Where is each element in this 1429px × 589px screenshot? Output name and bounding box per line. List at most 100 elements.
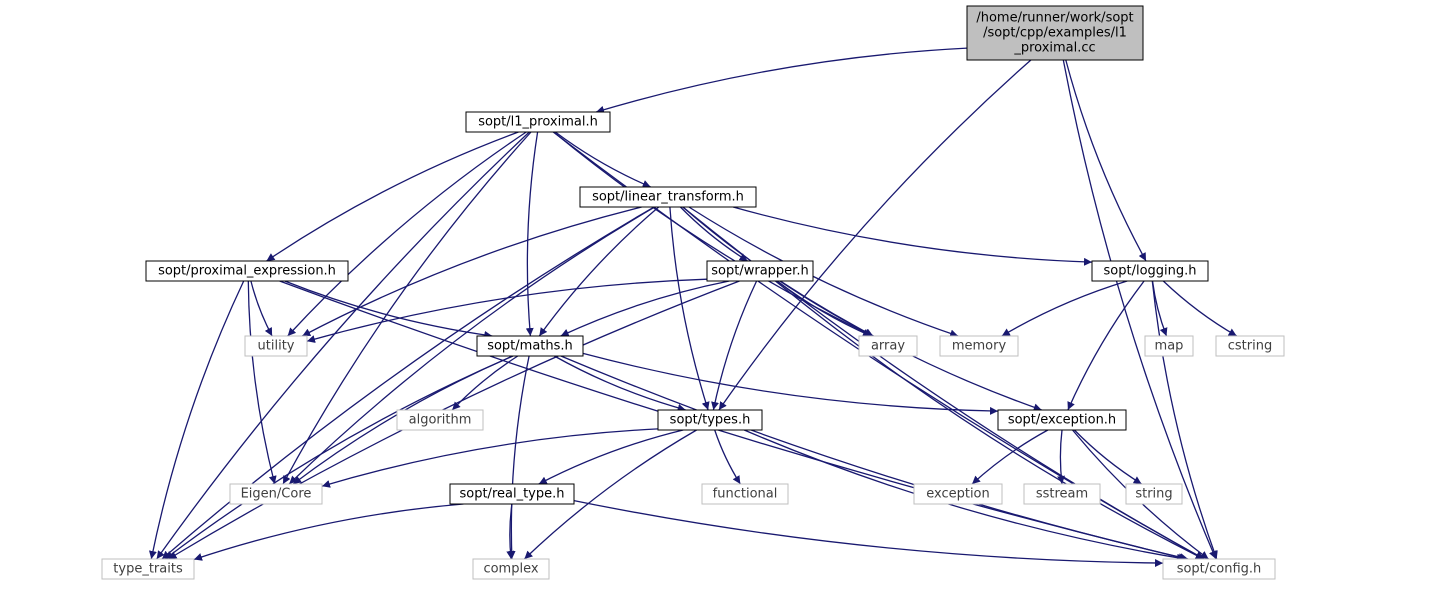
node-box bbox=[244, 335, 308, 357]
node-types[interactable]: sopt/types.h bbox=[657, 409, 763, 431]
node-box bbox=[997, 409, 1127, 431]
node-label: sopt/config.h bbox=[1177, 562, 1262, 577]
node-box bbox=[465, 111, 611, 133]
node-realtype[interactable]: sopt/real_type.h bbox=[449, 483, 575, 505]
node-label: sstream bbox=[1036, 487, 1088, 502]
node-label: sopt/proximal_expression.h bbox=[158, 264, 336, 279]
edge-l1prox-to-array bbox=[553, 131, 873, 337]
node-label: memory bbox=[952, 339, 1007, 354]
node-wrapper[interactable]: sopt/wrapper.h bbox=[706, 260, 814, 282]
edge-logging-to-memory bbox=[1001, 280, 1128, 337]
node-label: algorithm bbox=[409, 413, 472, 428]
node-label: _proximal.cc bbox=[1013, 41, 1095, 56]
edge-realtype-to-typetraits bbox=[193, 503, 464, 561]
node-box bbox=[701, 483, 789, 505]
edge-l1prox-to-proxexpr bbox=[266, 131, 519, 262]
edge-types-to-eigen bbox=[321, 428, 659, 488]
node-box bbox=[476, 335, 584, 357]
node-box bbox=[913, 483, 1003, 505]
node-sstream: sstream bbox=[1023, 483, 1101, 505]
node-box bbox=[101, 558, 195, 580]
edge-exception-to-exceptionstd bbox=[971, 429, 1049, 485]
edge-types-to-functional bbox=[714, 429, 741, 485]
node-box bbox=[1144, 335, 1194, 357]
edge-wrapper-to-array bbox=[776, 280, 872, 337]
edge-l1prox-to-utility bbox=[287, 131, 527, 337]
node-lintrans[interactable]: sopt/linear_transform.h bbox=[579, 186, 757, 208]
node-box bbox=[939, 335, 1019, 357]
node-maths[interactable]: sopt/maths.h bbox=[476, 335, 584, 357]
node-label: Eigen/Core bbox=[241, 487, 312, 502]
edge-root-to-config bbox=[1062, 59, 1217, 560]
node-string: string bbox=[1125, 483, 1183, 505]
edge-lintrans-to-eigen bbox=[288, 206, 656, 485]
node-label: complex bbox=[483, 562, 538, 577]
node-box bbox=[706, 260, 814, 282]
node-box bbox=[858, 335, 918, 357]
node-box bbox=[1023, 483, 1101, 505]
node-l1prox[interactable]: sopt/l1_proximal.h bbox=[465, 111, 611, 133]
edge-maths-to-typetraits bbox=[164, 355, 514, 560]
node-box bbox=[1215, 335, 1285, 357]
node-proxexpr[interactable]: sopt/proximal_expression.h bbox=[145, 260, 349, 282]
edge-maths-to-algorithm bbox=[451, 355, 519, 411]
node-root[interactable]: /home/runner/work/sopt/sopt/cpp/examples… bbox=[966, 5, 1144, 61]
edge-l1prox-to-typetraits bbox=[156, 131, 530, 560]
edge-wrapper-to-types bbox=[711, 280, 758, 411]
edge-exception-to-string bbox=[1073, 429, 1142, 485]
node-map: map bbox=[1144, 335, 1194, 357]
node-box bbox=[1162, 558, 1276, 580]
edge-types-to-realtype bbox=[538, 429, 684, 485]
node-memory: memory bbox=[939, 335, 1019, 357]
node-label: sopt/linear_transform.h bbox=[592, 190, 744, 205]
edge-types-to-config bbox=[743, 429, 1185, 562]
node-label: type_traits bbox=[113, 562, 183, 577]
edge-logging-to-config bbox=[1151, 280, 1218, 560]
node-label: sopt/real_type.h bbox=[459, 487, 564, 502]
node-label: sopt/maths.h bbox=[487, 339, 573, 354]
header-nodes: /home/runner/work/sopt/sopt/cpp/examples… bbox=[101, 5, 1285, 580]
edge-maths-to-config bbox=[560, 355, 1189, 562]
edge-lintrans-to-config bbox=[682, 206, 1205, 560]
edge-wrapper-to-typetraits bbox=[168, 280, 740, 560]
node-box bbox=[396, 409, 484, 431]
node-label: sopt/l1_proximal.h bbox=[478, 115, 598, 130]
node-eigen: Eigen/Core bbox=[229, 483, 323, 505]
edge-lintrans-to-wrapper bbox=[679, 206, 748, 262]
edge-lintrans-to-logging bbox=[732, 206, 1093, 266]
node-box bbox=[579, 186, 757, 208]
node-label: map bbox=[1155, 339, 1184, 354]
node-label: sopt/types.h bbox=[670, 413, 751, 428]
node-label: sopt/exception.h bbox=[1008, 413, 1116, 428]
edge-maths-to-types bbox=[553, 355, 686, 412]
edge-maths-to-exception bbox=[582, 352, 999, 415]
node-label: functional bbox=[713, 487, 778, 502]
node-label: exception bbox=[926, 487, 990, 502]
node-config: sopt/config.h bbox=[1162, 558, 1276, 580]
node-box bbox=[449, 483, 575, 505]
edge-wrapper-to-config bbox=[774, 280, 1204, 560]
node-label: array bbox=[871, 339, 905, 354]
edge-root-to-l1prox bbox=[595, 47, 968, 114]
edge-wrapper-to-maths bbox=[560, 280, 730, 337]
edge-proxexpr-to-utility bbox=[250, 280, 273, 337]
node-box bbox=[1091, 260, 1209, 282]
edge-proxexpr-to-maths bbox=[284, 280, 493, 339]
node-exception[interactable]: sopt/exception.h bbox=[997, 409, 1127, 431]
node-logging[interactable]: sopt/logging.h bbox=[1091, 260, 1209, 282]
edge-proxexpr-to-typetraits bbox=[148, 280, 245, 560]
node-box bbox=[472, 558, 550, 580]
edge-root-to-logging bbox=[1065, 59, 1147, 262]
edge-l1prox-to-lintrans bbox=[554, 131, 651, 188]
edge-lintrans-to-maths bbox=[538, 206, 660, 337]
node-label: sopt/wrapper.h bbox=[711, 264, 808, 279]
edge-root-to-types bbox=[718, 59, 1032, 411]
node-label: /home/runner/work/sopt bbox=[976, 11, 1133, 26]
node-label: sopt/logging.h bbox=[1104, 264, 1197, 279]
edge-logging-to-map bbox=[1151, 280, 1168, 337]
edge-lintrans-to-utility bbox=[301, 206, 642, 337]
node-array: array bbox=[858, 335, 918, 357]
edge-logging-to-cstring bbox=[1162, 280, 1238, 337]
edge-exception-to-sstream bbox=[1057, 429, 1066, 485]
